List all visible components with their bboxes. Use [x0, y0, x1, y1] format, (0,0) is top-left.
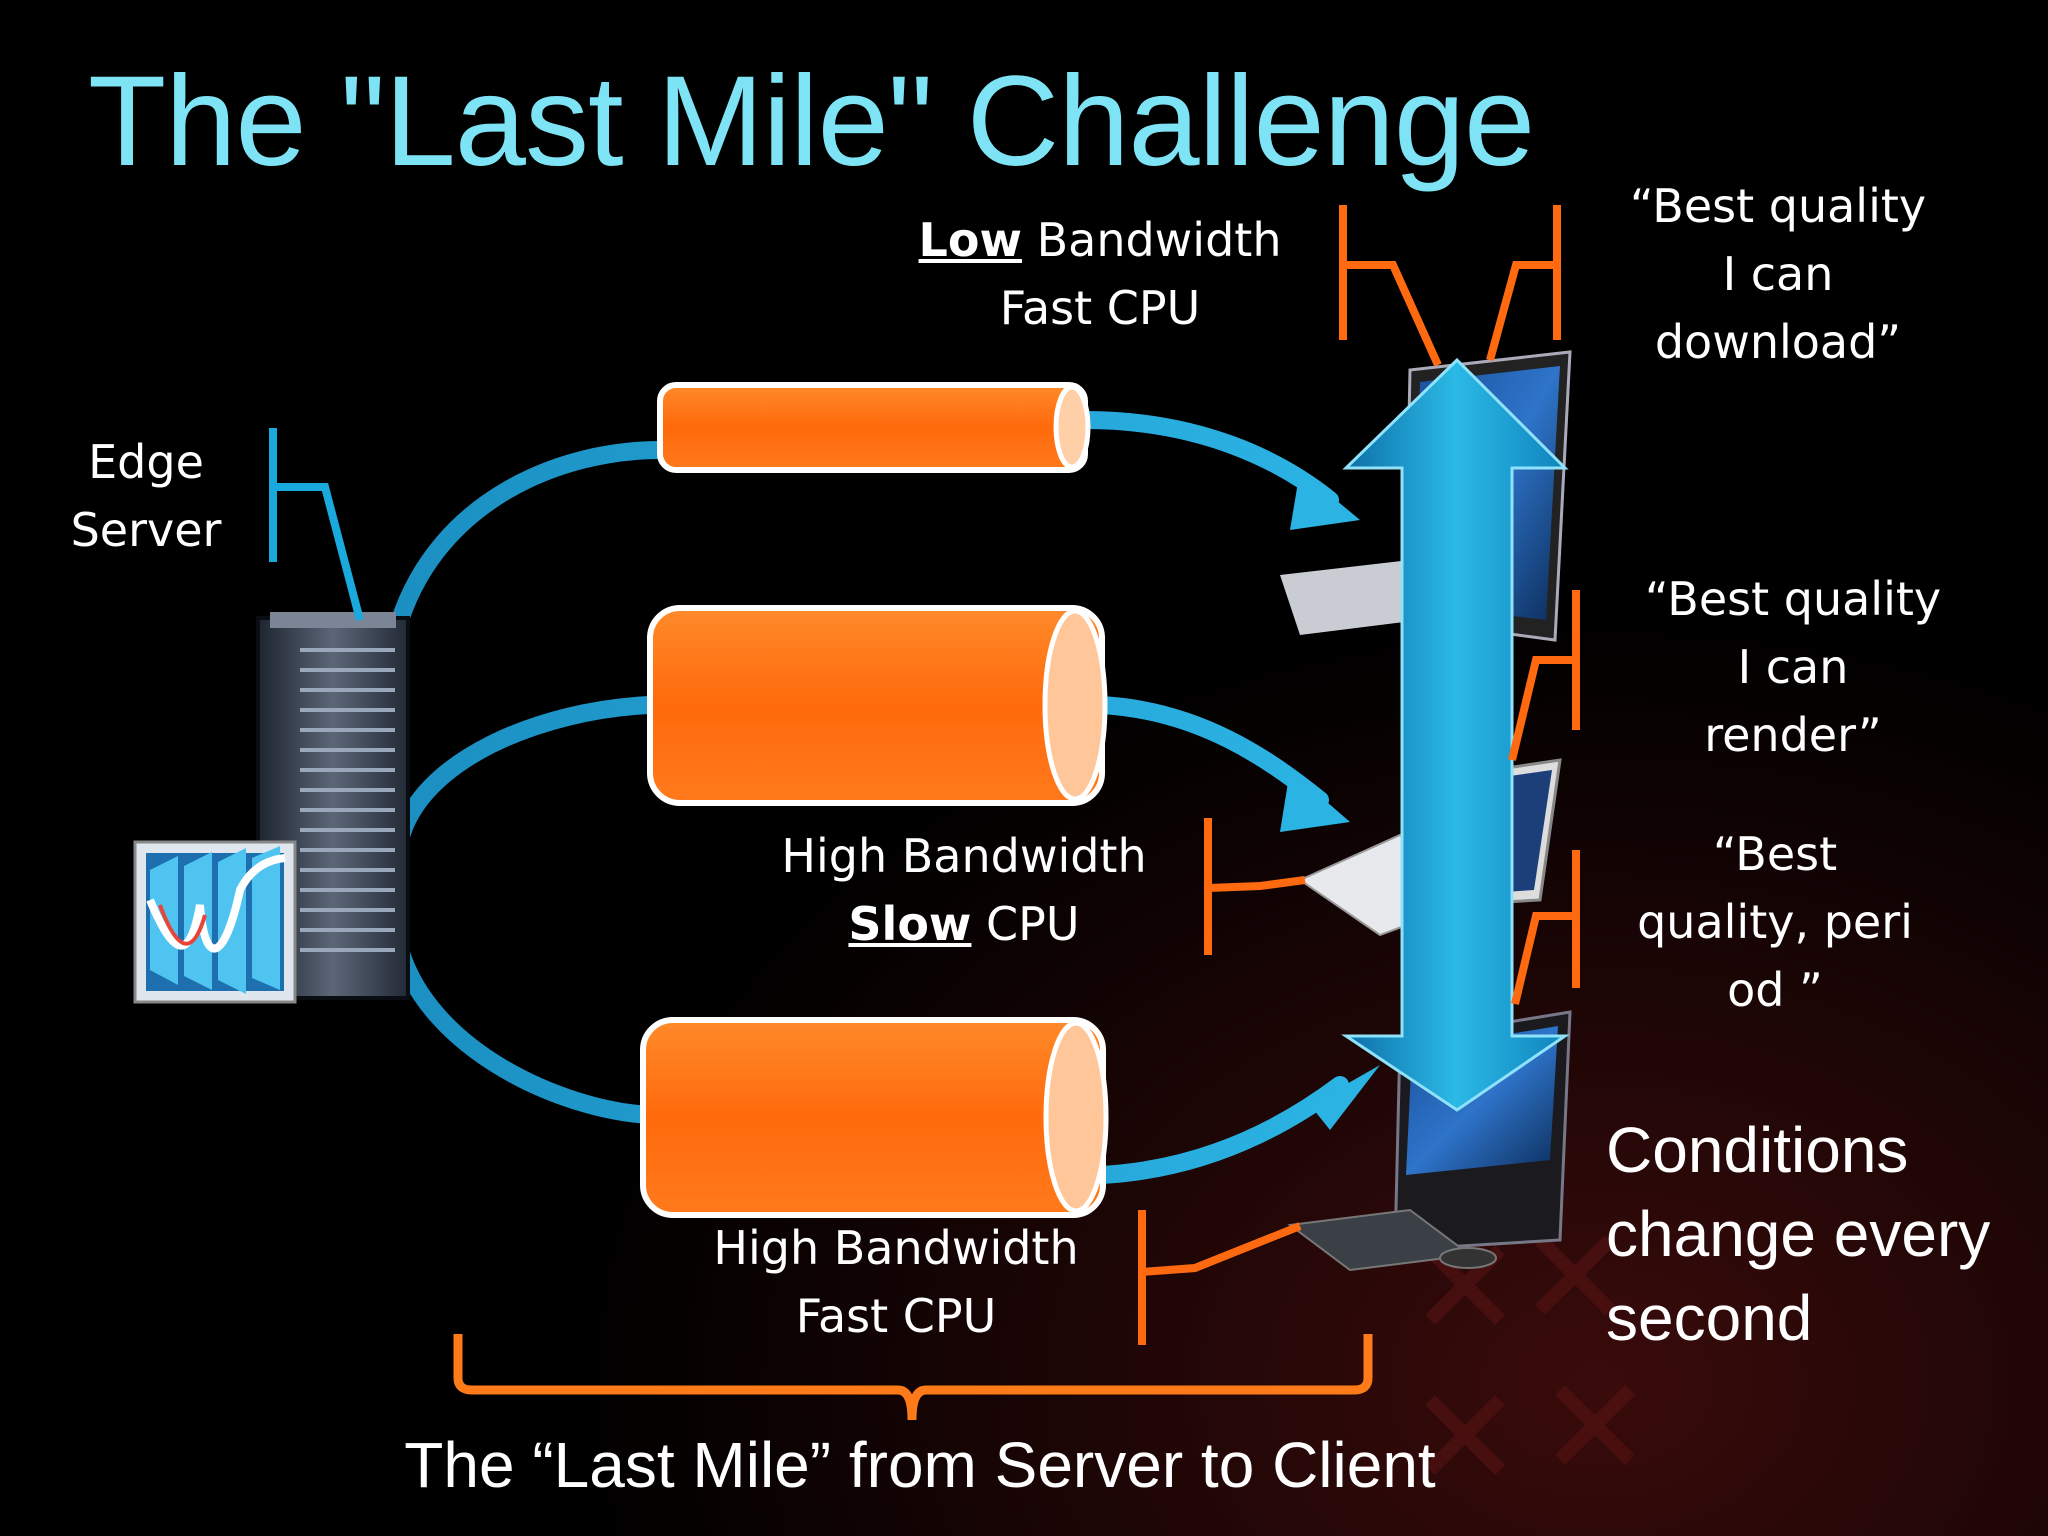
- quote-render-line1: “Best quality: [1644, 572, 1942, 626]
- edge-server-label-line2: Server: [70, 503, 222, 557]
- label-low-bandwidth-fast-cpu: Low Bandwidth Fast CPU: [900, 206, 1300, 342]
- quote-best-quality-download: “Best quality I can download”: [1588, 172, 1968, 376]
- label-slow-emphasis: Slow: [848, 897, 972, 951]
- last-mile-bracket: [453, 1334, 1373, 1421]
- conditions-line1: Conditions: [1606, 1114, 1909, 1186]
- last-mile-caption: The “Last Mile” from Server to Client: [404, 1429, 1436, 1501]
- callout-quote-render: [1508, 590, 1580, 761]
- quote-period-line1: “Best: [1712, 827, 1838, 881]
- double-arrow: [1341, 357, 1570, 1112]
- connection-arrowheads: [1280, 470, 1380, 1130]
- label-slow-cpu-line2: Slow CPU: [764, 890, 1164, 958]
- edge-server-label: Edge Server: [66, 428, 226, 564]
- conditions-line2: change every: [1606, 1198, 1991, 1270]
- label-low-bandwidth-rest: Bandwidth: [1021, 213, 1282, 267]
- label-high-bandwidth-fast-cpu: High Bandwidth Fast CPU: [696, 1214, 1096, 1350]
- callout-quote-period: [1511, 850, 1580, 1005]
- label-low-bandwidth-line2: Fast CPU: [999, 281, 1201, 335]
- label-slow-cpu-rest: CPU: [971, 897, 1080, 951]
- orange-callouts: [1138, 205, 1580, 1345]
- callout-quote-download: [1486, 205, 1561, 362]
- label-slow-cpu-line1: High Bandwidth: [781, 829, 1147, 883]
- label-low-emphasis: Low: [918, 213, 1022, 267]
- label-fast-cpu-line1: High Bandwidth: [713, 1221, 1079, 1275]
- quote-best-quality-period: “Best quality, peri od ”: [1585, 820, 1965, 1024]
- callout-slow-cpu: [1204, 818, 1306, 955]
- edge-server-label-line1: Edge: [88, 435, 204, 489]
- quote-render-line3: render”: [1704, 708, 1882, 762]
- conditions-note: Conditions change every second: [1606, 1108, 1990, 1360]
- edge-server-icon: [133, 612, 410, 1004]
- label-fast-cpu-line2: Fast CPU: [795, 1289, 997, 1343]
- quote-download-line3: download”: [1654, 315, 1902, 369]
- pipe-low-bandwidth: [657, 382, 1091, 473]
- quote-best-quality-render: “Best quality I can render”: [1603, 565, 1983, 769]
- quote-download-line1: “Best quality: [1629, 179, 1927, 233]
- callout-fast-cpu: [1138, 1210, 1302, 1345]
- callout-low-bandwidth: [1339, 205, 1442, 367]
- quote-period-line2: quality, peri: [1637, 895, 1913, 949]
- conditions-line3: second: [1606, 1282, 1813, 1354]
- quote-download-line2: I can: [1722, 247, 1834, 301]
- label-high-bandwidth-slow-cpu: High Bandwidth Slow CPU: [764, 822, 1164, 958]
- pipe-high-bandwidth-slow-cpu: [647, 605, 1108, 806]
- quote-render-line2: I can: [1737, 640, 1849, 694]
- pipe-high-bandwidth-fast-cpu: [640, 1017, 1109, 1218]
- page-title: The "Last Mile" Challenge: [88, 50, 1535, 193]
- edge-server-callout: [269, 428, 364, 622]
- quote-period-line3: od ”: [1727, 963, 1823, 1017]
- label-low-bandwidth-line1: Low Bandwidth: [900, 206, 1300, 274]
